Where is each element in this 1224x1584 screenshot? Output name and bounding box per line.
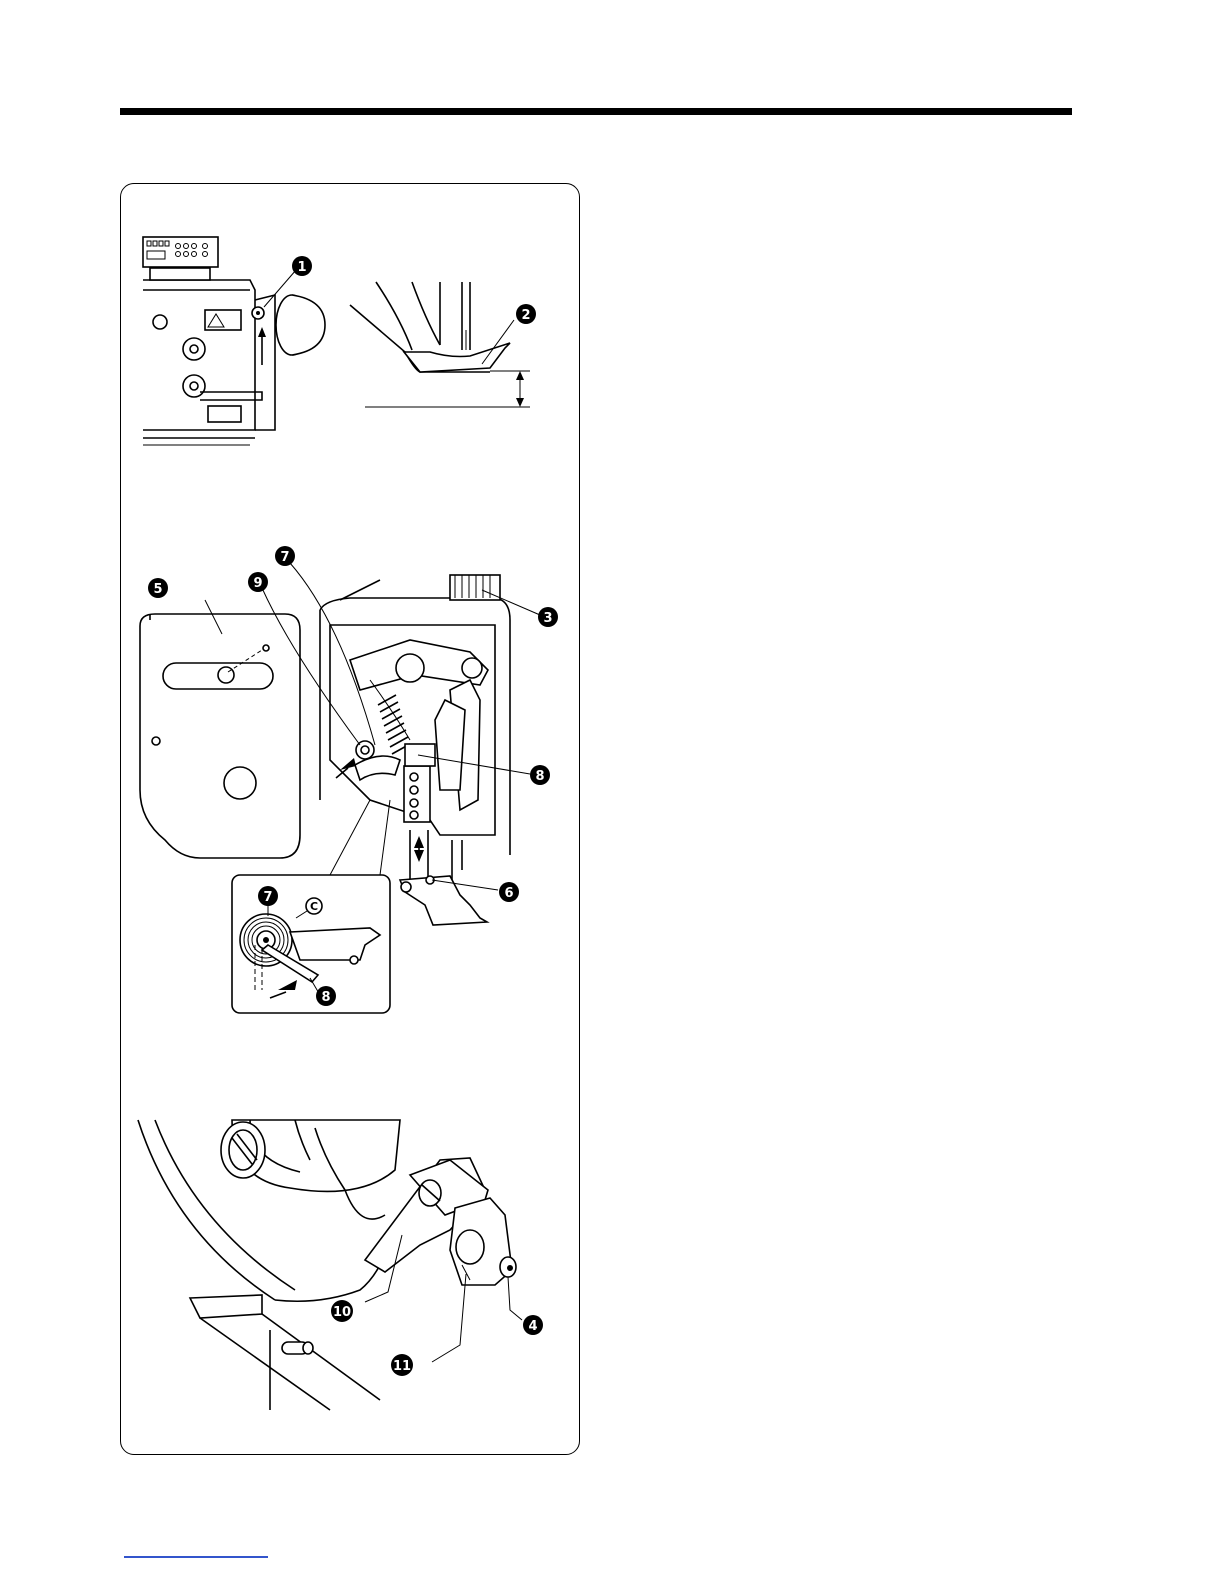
callout-1: 1 — [292, 256, 312, 276]
callout-5: 5 — [148, 578, 168, 598]
callout-9: 9 — [248, 572, 268, 592]
callout-10: 10 — [331, 1300, 353, 1322]
callout-2: 2 — [516, 304, 536, 324]
svg-text:9: 9 — [253, 576, 262, 591]
face-plate-illustration — [140, 600, 300, 858]
callout-4: 4 — [523, 1315, 543, 1335]
callout-11: 11 — [391, 1354, 413, 1376]
svg-text:6: 6 — [504, 886, 513, 901]
callout-6: 6 — [499, 882, 519, 902]
svg-text:8: 8 — [321, 990, 330, 1005]
svg-text:7: 7 — [280, 550, 289, 565]
svg-text:C: C — [310, 900, 318, 913]
callout-c-inset: C — [306, 898, 322, 914]
svg-text:5: 5 — [153, 582, 162, 597]
presser-foot-height-illustration — [350, 282, 530, 407]
callout-3: 3 — [538, 607, 558, 627]
svg-text:4: 4 — [528, 1319, 537, 1334]
svg-text:7: 7 — [263, 890, 272, 905]
callout-8: 8 — [530, 765, 550, 785]
svg-text:11: 11 — [393, 1359, 411, 1374]
callout-7: 7 — [275, 546, 295, 566]
callout-7-inset: 7 — [258, 886, 278, 906]
svg-text:10: 10 — [333, 1305, 351, 1320]
spring-detail-inset — [232, 875, 390, 1013]
svg-text:3: 3 — [543, 611, 552, 626]
callout-8-inset: 8 — [316, 986, 336, 1006]
handwheel-bracket-illustration — [138, 1120, 522, 1410]
svg-text:8: 8 — [535, 769, 544, 784]
svg-text:1: 1 — [297, 260, 306, 275]
svg-text:2: 2 — [521, 308, 530, 323]
